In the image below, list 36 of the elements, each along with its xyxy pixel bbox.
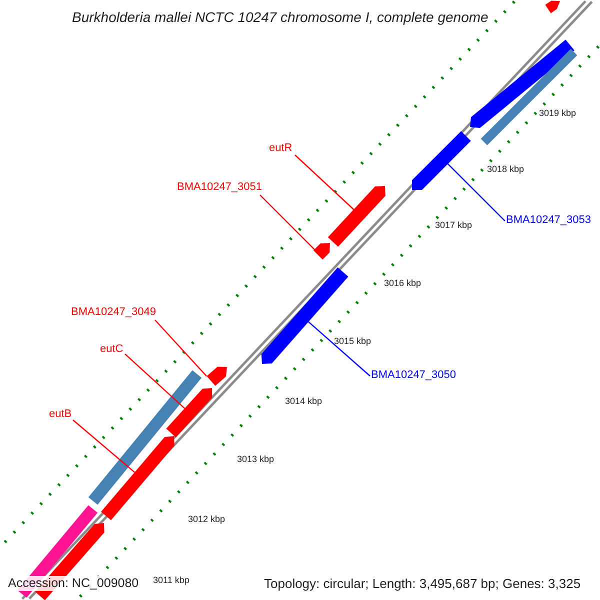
leader-line xyxy=(447,163,506,222)
scale-label: 3018 kbp xyxy=(487,165,524,174)
gene-feature xyxy=(313,243,330,260)
leader-line xyxy=(294,154,354,210)
scale-label: 3013 kbp xyxy=(237,455,274,464)
accession-text: Accession: NC_009080 xyxy=(6,576,141,590)
leader-line xyxy=(308,321,370,376)
gene-label: eutR xyxy=(269,143,292,154)
scale-label: 3019 kbp xyxy=(539,109,576,118)
gene-label: BMA10247_3050 xyxy=(371,370,456,381)
gene-label: eutB xyxy=(49,409,72,420)
gene-label: BMA10247_3053 xyxy=(506,215,592,226)
scale-label: 3017 kbp xyxy=(435,221,472,230)
gene-feature xyxy=(206,366,227,386)
title: Burkholderia mallei NCTC 10247 chromosome I, complete genome xyxy=(72,10,488,24)
gene-feature xyxy=(470,40,574,128)
leader-line xyxy=(124,354,186,409)
gene-feature xyxy=(545,0,560,14)
gene-band xyxy=(480,48,578,146)
gene-band xyxy=(88,370,202,505)
gene-feature xyxy=(412,131,471,190)
gene-feature xyxy=(328,186,386,247)
scale-label: 3012 kbp xyxy=(188,515,226,524)
topology-text: Topology: circular; Length: 3,495,687 bp; Genes: 3,325 xyxy=(262,576,583,591)
leader-line xyxy=(154,320,208,377)
scale-label: 3014 kbp xyxy=(285,397,322,406)
gene-label: eutC xyxy=(100,344,124,355)
gene-feature xyxy=(101,436,174,520)
leader-line xyxy=(72,420,135,473)
scale-label: 3015 kbp xyxy=(334,337,372,346)
gene-feature xyxy=(166,388,212,438)
scale-label: 3016 kbp xyxy=(384,279,422,288)
leader-line xyxy=(260,194,315,250)
scale-label: 3011 kbp xyxy=(153,576,190,585)
gene-label: BMA10247_3049 xyxy=(71,307,156,318)
gene-label: BMA10247_3051 xyxy=(177,182,262,193)
